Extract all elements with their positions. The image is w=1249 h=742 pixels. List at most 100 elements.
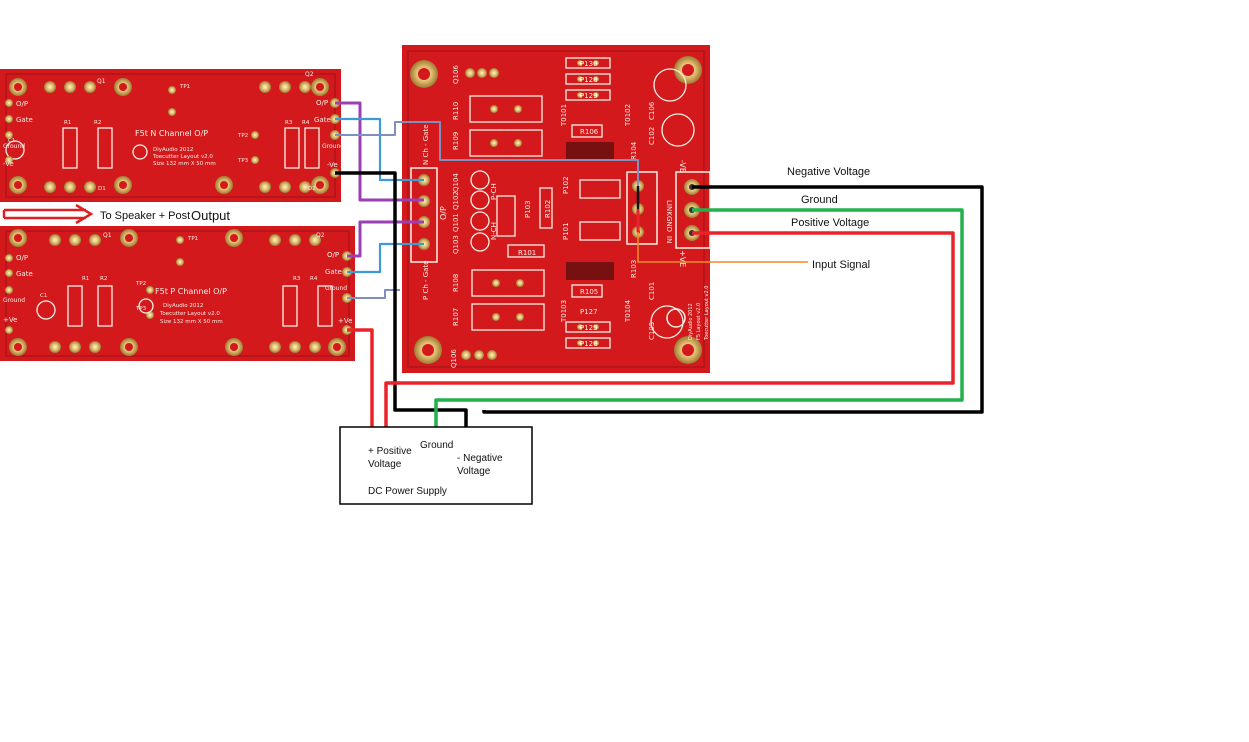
p-pin-gate: Gate	[16, 270, 33, 278]
main-p101: P101	[562, 222, 570, 240]
main-p125: P125	[580, 324, 598, 332]
p-channel-pcb	[0, 226, 355, 361]
power-supply-box	[339, 426, 533, 505]
n-pin-op-right: O/P	[316, 99, 328, 107]
ground-label: Ground	[801, 194, 838, 206]
main-r107: R107	[452, 308, 460, 326]
n-d2: D2	[308, 186, 316, 192]
ps-negative-line2: Voltage	[457, 466, 491, 477]
p-pin-ground: Ground	[3, 297, 25, 304]
p-board-title: F5t P Channel O/P	[155, 287, 227, 296]
p-q2: Q2	[316, 232, 325, 239]
main-gnd: GND	[665, 216, 673, 232]
input-signal-label: Input Signal	[812, 259, 870, 271]
p-r3: R3	[293, 276, 301, 282]
main-neg-ve: -VE	[678, 160, 687, 173]
main-c105: C105	[648, 322, 656, 340]
ps-title: DC Power Supply	[368, 486, 447, 497]
main-p128: P128	[580, 76, 598, 84]
main-board: Q106 Q106 R110 R109 R108 R107 N Ch - Gat…	[402, 45, 711, 373]
n-r4: R4	[302, 120, 310, 126]
wire-blue-p-gate	[347, 242, 424, 274]
main-q103: Q103	[452, 235, 460, 254]
main-resistors	[469, 57, 695, 349]
n-channel-board: O/P Gate Ground -Ve O/P Gate Ground -Ve …	[0, 69, 344, 202]
p-q1: Q1	[103, 232, 112, 239]
main-r108: R108	[452, 274, 460, 292]
wire-purple-p-op	[347, 220, 424, 258]
wire-blue-n-ground	[335, 121, 639, 186]
main-q105: Q106	[450, 349, 458, 368]
p-right-pins	[342, 251, 352, 335]
wire-orange-input	[637, 232, 808, 263]
to-speaker-label: To Speaker + Post	[100, 210, 190, 222]
positive-voltage-label: Positive Voltage	[791, 217, 869, 229]
n-board-maker: DiyAudio 2012	[153, 147, 193, 153]
main-r103: R103	[630, 260, 638, 278]
n-pin-ground: Ground	[3, 143, 25, 150]
n-pin-gate-right: Gate	[314, 116, 331, 124]
n-tp3: TP3	[237, 158, 249, 164]
p-tp2: TP2	[135, 281, 146, 287]
n-resistors	[62, 127, 320, 169]
main-p129: P129	[580, 92, 598, 100]
p-pin-ground-right: Ground	[325, 285, 347, 292]
main-c106: C106	[648, 101, 656, 120]
ps-ground: Ground	[420, 440, 453, 451]
main-r104: R104	[630, 141, 638, 160]
wires	[335, 101, 984, 445]
main-q106: Q106	[452, 65, 460, 84]
n-r3: R3	[285, 120, 293, 126]
p-resistors	[67, 285, 333, 327]
n-board-title: F5t N Channel O/P	[135, 129, 208, 138]
n-pin-op: O/P	[16, 100, 28, 108]
ps-positive-line1: + Positive	[368, 446, 412, 457]
n-logo-icon	[132, 144, 148, 160]
p-pin-pos-ve-right: +Ve	[338, 317, 352, 325]
main-t0102: T0102	[624, 104, 632, 127]
p-board-layout: Toecutter Layout v2.0	[159, 311, 220, 317]
n-tp2: TP2	[237, 133, 248, 139]
negative-voltage-label: Negative Voltage	[787, 166, 870, 178]
main-t0101: T0101	[560, 104, 568, 127]
main-pos-ve: +VE	[678, 250, 687, 267]
p-r2: R2	[100, 276, 107, 282]
main-tc: Toecutter Layout v2.0	[704, 286, 710, 341]
main-r110: R110	[452, 102, 460, 120]
n-board-layout: Toecutter Layout v2.0	[152, 154, 213, 160]
main-t0104: T0104	[624, 299, 632, 323]
wire-purple-n-op	[335, 101, 424, 202]
n-pin-gate: Gate	[16, 116, 33, 124]
dc-power-supply: + Positive Voltage Ground - Negative Vol…	[339, 426, 533, 505]
n-pin-ground-right: Ground	[322, 143, 344, 150]
main-r109: R109	[452, 132, 460, 150]
p-c1: C1	[40, 293, 47, 299]
main-logo-icon	[666, 308, 686, 328]
main-r105: R105	[580, 288, 598, 296]
main-p-ch: P-CH	[490, 183, 498, 200]
p-pin-op: O/P	[16, 254, 28, 262]
p-r1: R1	[82, 276, 89, 282]
main-op: O/P	[439, 206, 448, 220]
main-p126: P126	[580, 340, 598, 348]
wire-blue-n-gate	[335, 117, 424, 182]
ps-positive-line2: Voltage	[368, 459, 402, 470]
p-tp3: TP3	[135, 306, 147, 312]
main-q102: Q102	[452, 191, 460, 210]
main-p130: P130	[580, 60, 598, 68]
p-tp1: TP1	[187, 236, 198, 242]
main-link: LINK	[665, 200, 673, 216]
p-pin-pos-ve: +Ve	[3, 316, 17, 324]
ps-negative-line1: - Negative	[457, 453, 503, 464]
p-channel-board: O/P Gate Ground +Ve O/P Gate Ground +Ve …	[0, 226, 355, 361]
main-n-gate: N Ch - Gate	[422, 124, 430, 165]
n-pin-neg-ve: -Ve	[3, 160, 14, 168]
to-speaker-arrow	[2, 203, 94, 225]
main-n-ch: N-CH	[490, 222, 498, 240]
n-q1: Q1	[97, 78, 106, 85]
n-d1: D1	[98, 186, 106, 192]
n-c1: C1	[8, 138, 15, 144]
p-transistor-pads	[49, 234, 321, 353]
main-q101: Q101	[452, 213, 460, 232]
